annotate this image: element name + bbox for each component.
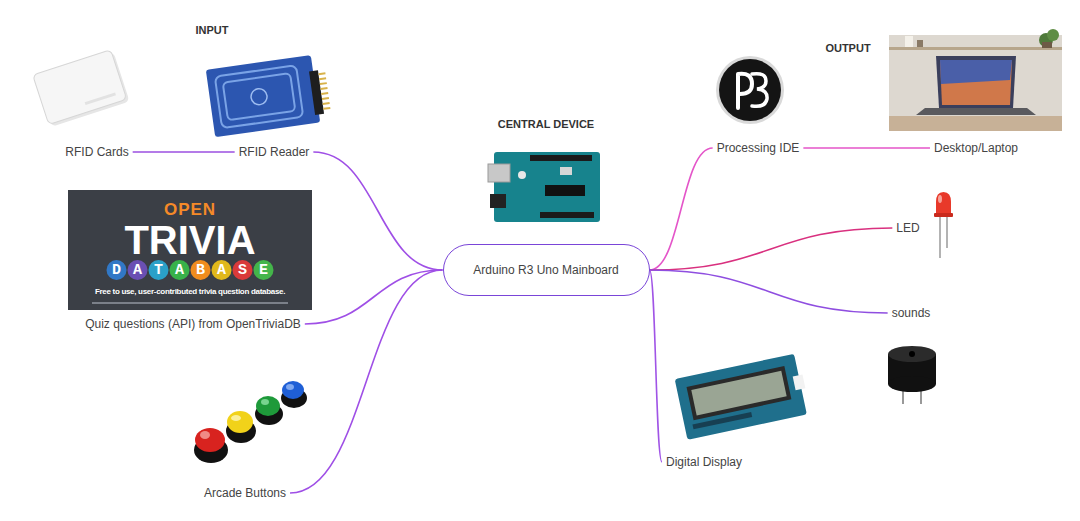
logo-text: DATABASE (100, 263, 280, 278)
node-text: RFID Reader (239, 145, 310, 159)
node-text: Digital Display (666, 455, 742, 469)
logo-text: TRIVIA (124, 220, 255, 260)
topic-text: Desktop/Laptop (930, 138, 1022, 158)
logo-text: Free to use, user-contributed trivia que… (95, 287, 285, 296)
topic-text: Quiz questions (API) from OpenTriviaDB (81, 314, 305, 334)
section-heading: CENTRAL DEVICE (498, 118, 594, 130)
topic-text: LED (892, 218, 923, 238)
connector (803, 147, 930, 149)
led-picture (934, 192, 953, 258)
connector (313, 152, 442, 270)
connector (650, 270, 888, 313)
connector (650, 228, 893, 270)
node-text: Desktop/Laptop (934, 141, 1018, 155)
processing-logo-picture (716, 56, 784, 124)
section-heading: OUTPUT (825, 42, 870, 54)
node-text: Quiz questions (API) from OpenTriviaDB (85, 317, 301, 331)
node-text: RFID Cards (65, 145, 128, 159)
topic-text: sounds (888, 303, 935, 323)
rfid-reader-picture (206, 53, 332, 137)
buzzer-picture (888, 346, 936, 404)
connector (305, 270, 443, 324)
node-text: Processing IDE (717, 141, 800, 155)
topic-text: RFID Cards (61, 142, 132, 162)
topic-text: Processing IDE (713, 138, 804, 158)
node-text: Arcade Buttons (204, 486, 286, 500)
section-heading: INPUT (196, 24, 229, 36)
rfid-card-picture (33, 49, 130, 127)
trivia-logo-picture (68, 190, 312, 310)
node-text: sounds (892, 306, 931, 320)
node-text: LED (896, 221, 919, 235)
node-text: Arduino R3 Uno Mainboard (473, 263, 618, 277)
topic-text: RFID Reader (235, 142, 314, 162)
connector (650, 270, 662, 462)
logo-text: OPEN (164, 200, 216, 220)
connector (650, 148, 713, 270)
connector (133, 151, 235, 153)
lcd-display-picture (675, 353, 811, 440)
arcade-buttons-picture (194, 381, 307, 463)
topic-text: Digital Display (662, 452, 746, 472)
central-node: Arduino R3 Uno Mainboard (443, 244, 650, 296)
topic-text: Arcade Buttons (200, 483, 290, 503)
connector (290, 270, 442, 493)
laptop-picture (889, 29, 1062, 131)
arduino-board-picture (488, 152, 600, 222)
